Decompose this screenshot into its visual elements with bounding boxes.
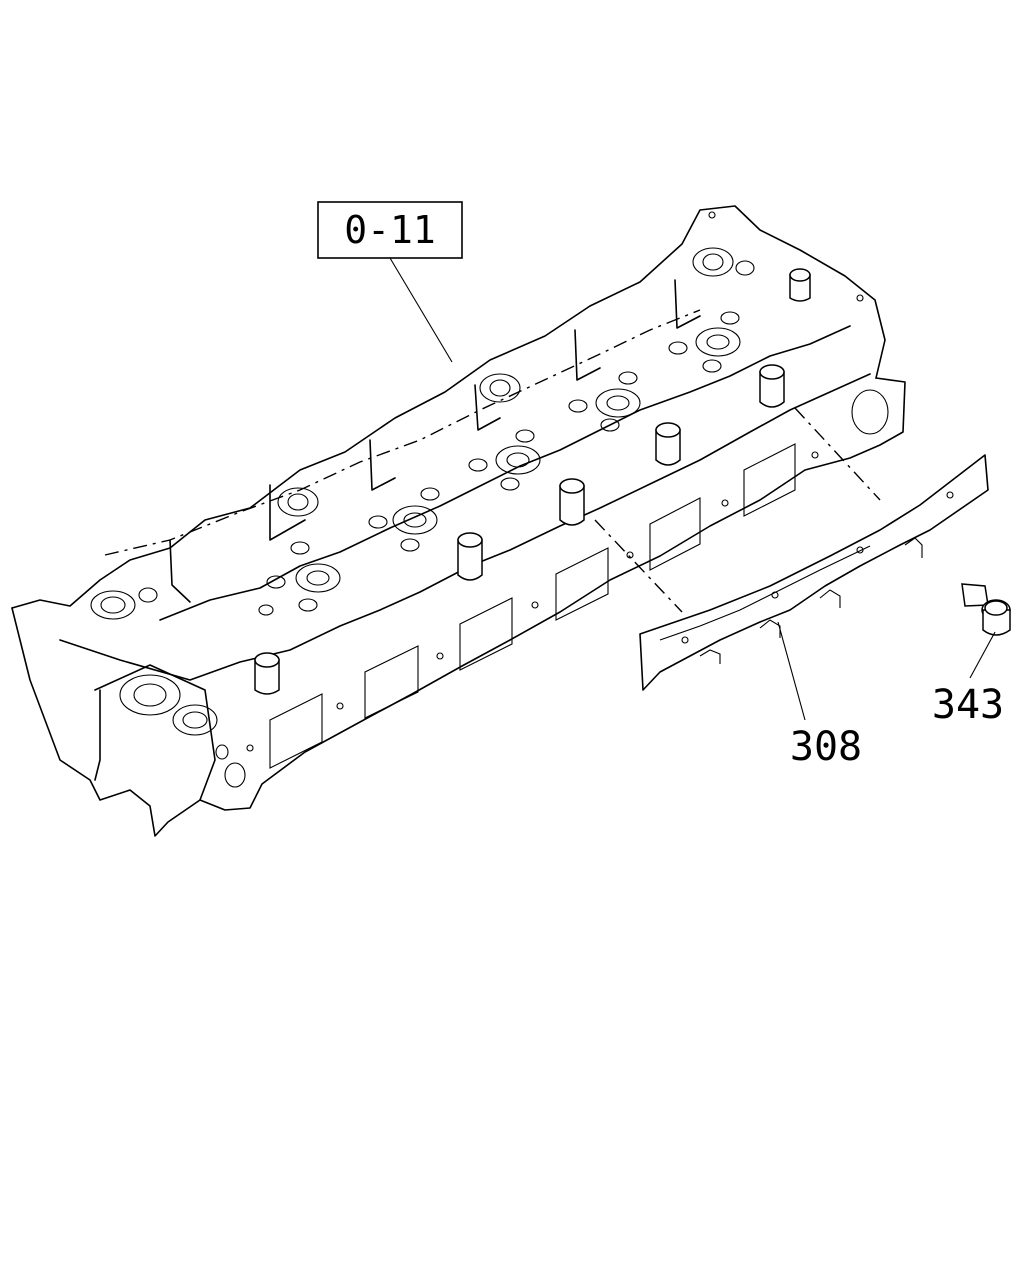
alignment-line — [594, 519, 683, 613]
callout-ref-0-11: 0-11 — [317, 201, 463, 363]
leader-line — [777, 621, 806, 721]
callout-343: 343 — [932, 631, 1004, 728]
bolt-holes — [246, 211, 864, 752]
part-number-308: 308 — [790, 724, 862, 770]
ref-box-label: 0-11 — [344, 208, 436, 252]
manifold-ports — [269, 389, 889, 769]
heat-shield-308 — [639, 454, 989, 691]
leader-line — [389, 257, 453, 363]
callout-308: 308 — [777, 621, 862, 770]
bolt-343 — [961, 583, 1011, 636]
ref-box-frame — [317, 201, 463, 259]
cylinder-head — [11, 205, 906, 837]
alignment-line — [794, 407, 881, 501]
part-number-343: 343 — [932, 682, 1004, 728]
leader-line — [969, 631, 996, 679]
valve-ports — [258, 311, 741, 616]
